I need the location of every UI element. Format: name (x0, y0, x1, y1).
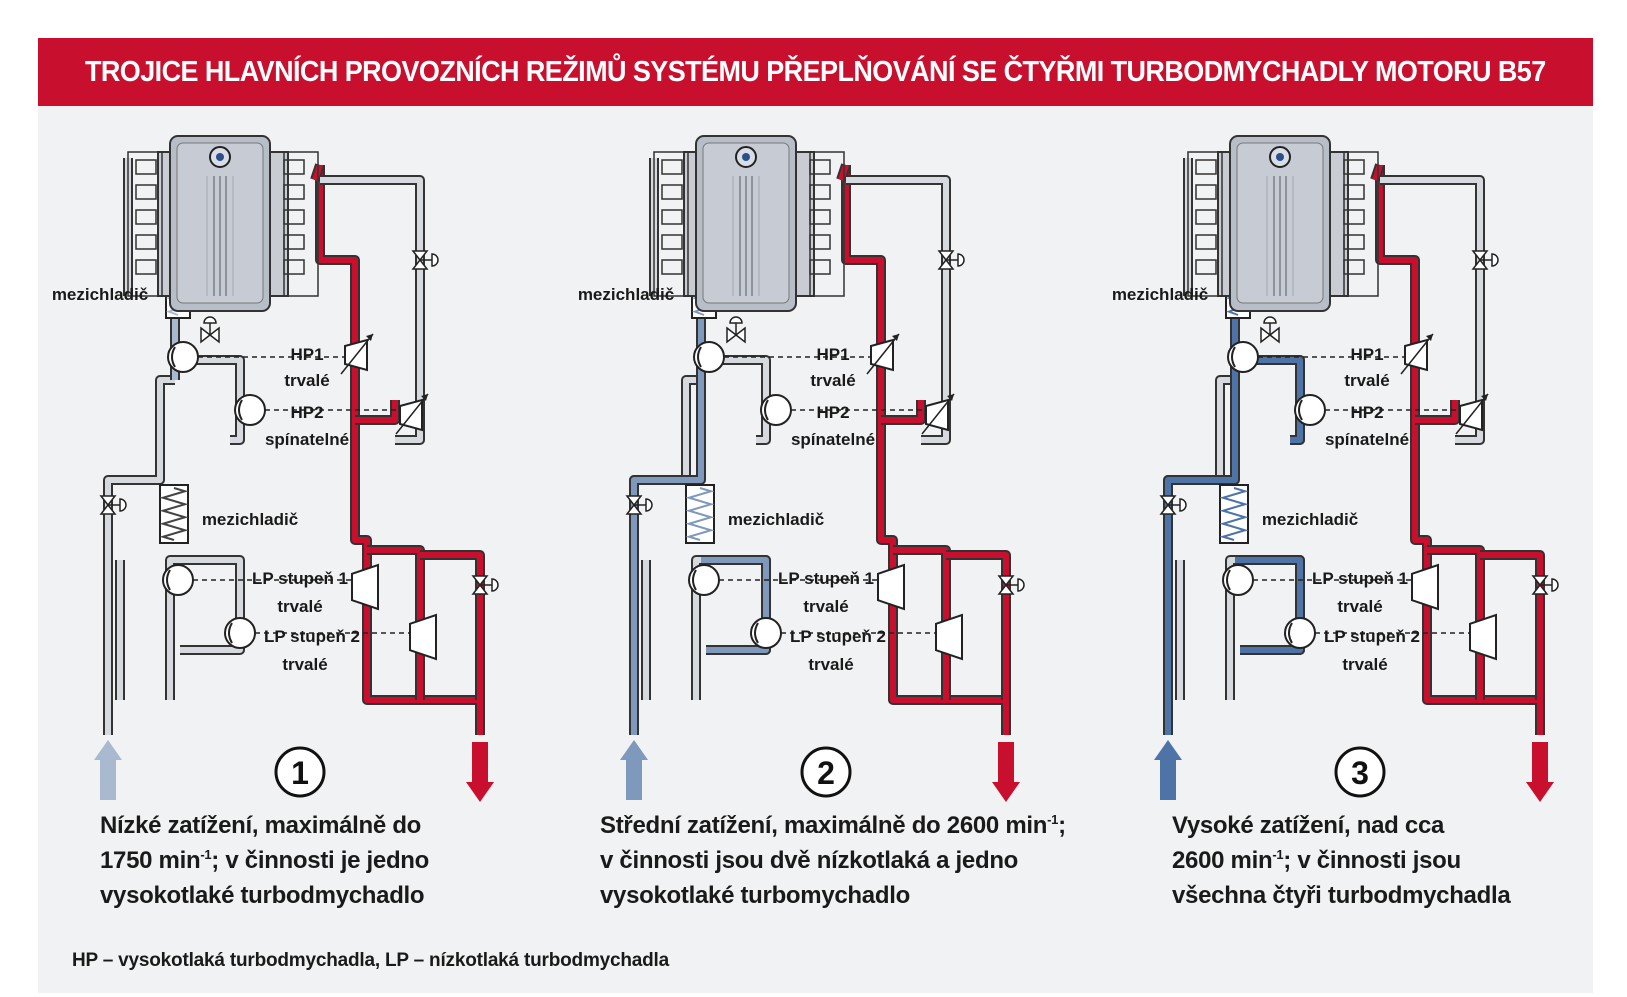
intake-lp-active-fill (701, 557, 769, 653)
caption-mode-3: Vysoké zatížení, nad cca 2600 min-1; v č… (1172, 808, 1511, 913)
exhaust-hp2-pipe-fill (1415, 400, 1458, 423)
label-lp2-mode: trvalé (282, 655, 327, 674)
label-lp1-mode: trvalé (803, 597, 848, 616)
caption-1-line-2: 1750 min-1; v činnosti je jedno (100, 847, 430, 874)
exhaust-main-pipe-fill (843, 165, 1009, 735)
label-lp2-mode: trvalé (808, 655, 853, 674)
label-lp2: LP stupeň 2 (790, 627, 886, 646)
exhaust-arrow (466, 742, 494, 802)
footnote: HP – vysokotlaká turbodmychadla, LP – ní… (72, 950, 669, 971)
caption-3-line-1: Vysoké zatížení, nad cca (1172, 812, 1445, 839)
exhaust-hp2-pipe-fill (881, 400, 924, 423)
page-title: TROJICE HLAVNÍCH PROVOZNÍCH REŽIMŮ SYSTÉ… (85, 55, 1546, 88)
exhaust-hp2-pipe-fill (355, 400, 398, 423)
bypass-top-pipe (1380, 175, 1485, 445)
engine (653, 135, 845, 312)
turbine-lp1 (877, 563, 905, 611)
mode-number: 3 (1351, 755, 1369, 791)
turbine-lp2 (1469, 613, 1497, 661)
turbine-lp1 (351, 563, 379, 611)
label-lp1-mode: trvalé (277, 597, 322, 616)
label-hp2-mode: spínatelné (1325, 430, 1409, 449)
intake-arrow (620, 740, 648, 800)
bypass-top-pipe (846, 175, 951, 445)
mode-number-circle (274, 746, 326, 798)
bypass-top-pipe-fill (846, 177, 949, 443)
label-hp1: HP1 (816, 345, 849, 364)
label-hp2: HP2 (290, 403, 323, 422)
exhaust-main-pipe (841, 165, 1011, 735)
label-hp2-mode: spínatelné (265, 430, 349, 449)
mode-number-circle (1334, 746, 1386, 798)
exhaust-main-pipe (1375, 165, 1545, 735)
scheme-2: 2mezichladičHP1trvaléHP2spínatelnémezich… (578, 135, 1025, 802)
bypass-top-pipe-fill (1380, 177, 1483, 443)
label-intercooler-hp: mezichladič (1112, 285, 1208, 304)
scheme-1: 1mezichladičHP1trvaléHP2spínatelnémezich… (52, 135, 499, 802)
exhaust-main-pipe-fill (317, 165, 483, 735)
intake-lp-pipe-fill (167, 557, 243, 700)
label-hp2: HP2 (816, 403, 849, 422)
label-hp1-mode: trvalé (1344, 371, 1389, 390)
intake-arrow (94, 740, 122, 800)
mode-number: 1 (291, 755, 309, 791)
label-hp1: HP1 (290, 345, 323, 364)
label-lp2: LP stupeň 2 (1324, 627, 1420, 646)
label-hp2-mode: spínatelné (791, 430, 875, 449)
bypass-top-pipe-fill (320, 177, 423, 443)
engine (1187, 135, 1379, 312)
turbine-lp2 (409, 613, 437, 661)
label-lp1: LP stupeň 1 (252, 569, 348, 588)
mode-number-circle (800, 746, 852, 798)
label-lp1-mode: trvalé (1337, 597, 1382, 616)
intake-lp-active-fill (1235, 557, 1303, 653)
label-lp1: LP stupeň 1 (778, 569, 874, 588)
exhaust-arrow (1526, 742, 1554, 802)
caption-mode-1: Nízké zatížení, maximálně do 1750 min-1;… (100, 808, 429, 913)
mode-number: 2 (817, 755, 835, 791)
intake-arrow (1154, 740, 1182, 800)
exhaust-bypass-pipe-fill (1480, 552, 1543, 700)
bypass-top-pipe (320, 175, 425, 445)
label-intercooler-lp: mezichladič (728, 510, 824, 529)
caption-3-line-2: 2600 min-1; v činnosti jsou (1172, 847, 1461, 874)
turbine-lp2 (935, 613, 963, 661)
caption-1-line-3: vysokotlaké turbodmychadlo (100, 882, 425, 909)
label-lp1: LP stupeň 1 (1312, 569, 1408, 588)
caption-3-line-3: všechna čtyři turbodmychadla (1172, 882, 1511, 909)
label-hp1: HP1 (1350, 345, 1383, 364)
label-lp2: LP stupeň 2 (264, 627, 360, 646)
caption-mode-2: Střední zatížení, maximálně do 2600 min-… (600, 808, 1066, 913)
label-intercooler-hp: mezichladič (578, 285, 674, 304)
caption-2-line-1: Střední zatížení, maximálně do 2600 min-… (600, 812, 1066, 839)
title-banner: TROJICE HLAVNÍCH PROVOZNÍCH REŽIMŮ SYSTÉ… (38, 38, 1593, 106)
label-intercooler-lp: mezichladič (1262, 510, 1358, 529)
engine (127, 135, 319, 312)
turbine-lp1 (1411, 563, 1439, 611)
caption-2-line-2: v činnosti jsou dvě nízkotlaká a jedno (600, 847, 1019, 874)
label-hp1-mode: trvalé (810, 371, 855, 390)
scheme-3: 3mezichladičHP1trvaléHP2spínatelnémezich… (1112, 135, 1559, 802)
label-lp2-mode: trvalé (1342, 655, 1387, 674)
caption-1-line-1: Nízké zatížení, maximálně do (100, 812, 422, 839)
label-hp2: HP2 (1350, 403, 1383, 422)
label-intercooler-lp: mezichladič (202, 510, 298, 529)
label-intercooler-hp: mezichladič (52, 285, 148, 304)
exhaust-bypass-pipe-fill (946, 552, 1009, 700)
caption-2-line-3: vysokotlaké turbomychadlo (600, 882, 910, 909)
exhaust-bypass-pipe-fill (420, 552, 483, 700)
exhaust-main-pipe-fill (1377, 165, 1543, 735)
label-hp1-mode: trvalé (284, 371, 329, 390)
exhaust-main-pipe (315, 165, 485, 735)
intake-bypass-pipe-fill (105, 377, 175, 735)
exhaust-arrow (992, 742, 1020, 802)
